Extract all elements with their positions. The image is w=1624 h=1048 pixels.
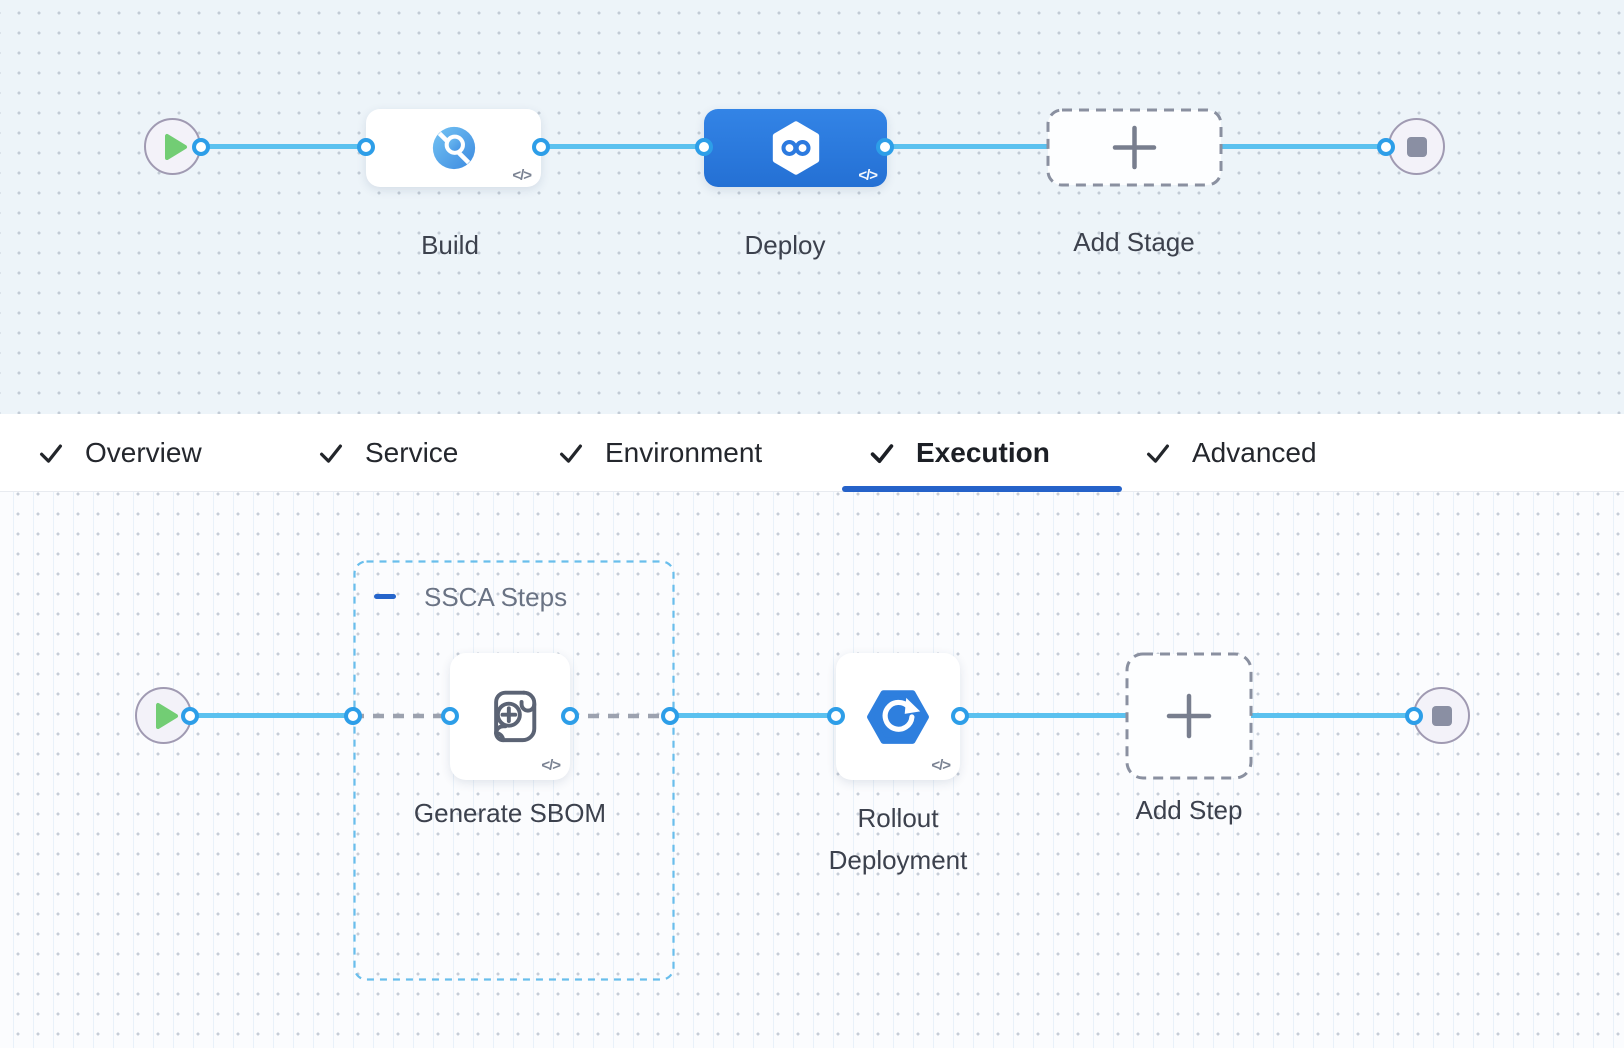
- step-node-generate-sbom[interactable]: </>: [450, 653, 570, 780]
- execution-canvas[interactable]: SSCA Steps </>: [0, 492, 1624, 1048]
- play-icon: [164, 133, 187, 160]
- step-connector[interactable]: [1405, 707, 1423, 725]
- hexagon-refresh-icon: [867, 689, 929, 744]
- plus-icon: [1112, 125, 1157, 170]
- stage-connector[interactable]: [876, 138, 894, 156]
- tab-label: Execution: [916, 437, 1050, 468]
- tab-advanced[interactable]: Advanced: [1143, 414, 1317, 492]
- stage-label-build: Build: [421, 230, 479, 260]
- dashed-connection-line: [353, 713, 453, 719]
- execution-flow-line: [193, 713, 356, 718]
- cd-hexagon-infinity-icon: [772, 121, 819, 175]
- step-connector[interactable]: [661, 707, 679, 725]
- check-icon: [870, 444, 894, 463]
- tab-overview[interactable]: Overview: [36, 414, 202, 492]
- check-icon: [1147, 444, 1169, 463]
- stage-tabbar: Overview Service Environment Execution A…: [0, 414, 1624, 492]
- step-connector[interactable]: [441, 707, 459, 725]
- stage-connector[interactable]: [695, 138, 713, 156]
- stage-label-deploy: Deploy: [744, 230, 826, 260]
- step-connector[interactable]: [561, 707, 579, 725]
- play-icon: [155, 702, 178, 729]
- pipeline-end-node: [1388, 118, 1445, 175]
- code-brackets-icon: </>: [512, 167, 532, 184]
- plus-icon: [1166, 693, 1212, 739]
- code-brackets-icon: </>: [931, 757, 951, 774]
- stage-node-deploy[interactable]: </>: [704, 109, 887, 187]
- execution-flow-line: [668, 713, 1416, 718]
- check-icon: [320, 444, 342, 463]
- step-connector[interactable]: [181, 707, 199, 725]
- tab-label: Service: [365, 437, 459, 468]
- check-icon: [40, 444, 62, 463]
- ssca-steps-group-border: [353, 560, 675, 981]
- stage-connector[interactable]: [1377, 138, 1395, 156]
- scroll-plus-icon: [494, 690, 537, 742]
- add-step-button[interactable]: [1125, 652, 1253, 780]
- stage-connector[interactable]: [357, 138, 375, 156]
- step-label-generate-sbom: Generate SBOM: [413, 798, 607, 828]
- step-connector[interactable]: [827, 707, 845, 725]
- tab-label: Advanced: [1192, 437, 1317, 468]
- ci-magnifier-circle-icon: [432, 126, 475, 170]
- add-stage-button[interactable]: [1046, 108, 1223, 187]
- stage-label-add-stage: Add Stage: [1073, 227, 1195, 257]
- tab-label: Overview: [85, 437, 202, 468]
- code-brackets-icon: </>: [541, 757, 561, 774]
- tab-service[interactable]: Service: [316, 414, 458, 492]
- pipeline-start-node: [144, 118, 201, 175]
- tab-label: Environment: [605, 437, 763, 468]
- group-collapse-minus-icon[interactable]: [374, 594, 396, 599]
- code-brackets-icon: </>: [858, 167, 878, 184]
- step-connector[interactable]: [951, 707, 969, 725]
- dashed-connection-line: [568, 713, 672, 719]
- ssca-group-label: SSCA Steps: [424, 582, 568, 612]
- check-icon: [560, 444, 582, 463]
- step-connector[interactable]: [344, 707, 362, 725]
- stage-connector[interactable]: [192, 138, 210, 156]
- step-node-rollout-deployment[interactable]: </>: [836, 653, 960, 780]
- stop-icon: [1431, 705, 1452, 726]
- tab-execution[interactable]: Execution: [867, 414, 1050, 492]
- stage-connector[interactable]: [532, 138, 550, 156]
- stop-icon: [1406, 136, 1427, 157]
- stage-node-build[interactable]: </>: [366, 109, 541, 187]
- step-label-rollout-deployment: Rollout Deployment: [828, 803, 968, 875]
- active-tab-underline: [842, 486, 1122, 492]
- tab-environment[interactable]: Environment: [556, 414, 762, 492]
- step-label-add-step: Add Step: [1135, 795, 1243, 825]
- stage-canvas[interactable]: </> </>: [0, 0, 1624, 414]
